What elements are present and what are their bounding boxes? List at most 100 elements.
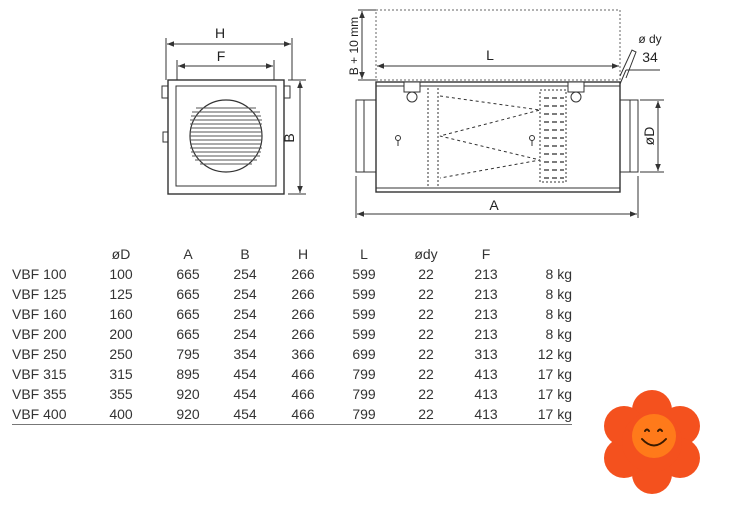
cell-b: 254 xyxy=(233,266,257,282)
header-b: B xyxy=(240,246,250,262)
cell-b: 454 xyxy=(233,366,257,382)
cell-h: 266 xyxy=(291,306,315,322)
cell-f: 213 xyxy=(474,266,498,282)
cell-f: 313 xyxy=(474,346,498,362)
cell-ody: 22 xyxy=(418,266,434,282)
cell-weight: 17 kg xyxy=(537,386,572,402)
cell-f: 213 xyxy=(474,326,498,342)
dim-label-b: B xyxy=(281,133,297,142)
cell-f: 413 xyxy=(474,366,498,382)
table-row: VBF 125 125 665 254 266 599 22 213 8 kg xyxy=(12,284,572,304)
cell-weight: 8 kg xyxy=(545,306,572,322)
cell-model: VBF 400 xyxy=(12,404,82,425)
spec-table-body: VBF 100 100 665 254 266 599 22 213 8 kg VBF 125 12… xyxy=(12,264,572,425)
cell-model: VBF 200 xyxy=(12,326,67,342)
cell-weight: 8 kg xyxy=(545,286,572,302)
cell-l: 799 xyxy=(332,404,396,425)
cell-a: 920 xyxy=(176,386,200,402)
cell-b: 454 xyxy=(233,386,257,402)
header-f: F xyxy=(481,246,491,262)
cell-l: 599 xyxy=(352,266,376,282)
technical-drawing: H F B xyxy=(161,9,664,218)
cell-h: 466 xyxy=(274,404,332,425)
header-model xyxy=(12,244,82,264)
cell-od: 125 xyxy=(109,286,133,302)
cell-model: VBF 250 xyxy=(12,346,67,362)
cell-b: 254 xyxy=(233,326,257,342)
cell-weight: 12 kg xyxy=(537,346,572,362)
cell-f: 213 xyxy=(474,306,498,322)
cell-b: 254 xyxy=(233,306,257,322)
cell-ody: 22 xyxy=(418,326,434,342)
dim-label-ody: ø dy xyxy=(638,32,661,46)
dim-label-l: L xyxy=(486,47,494,63)
cell-ody: 22 xyxy=(418,286,434,302)
cell-h: 466 xyxy=(291,366,315,382)
dim-label-34: 34 xyxy=(642,49,658,65)
cell-a: 665 xyxy=(176,326,200,342)
cell-a: 665 xyxy=(176,286,200,302)
cell-b: 354 xyxy=(233,346,257,362)
cell-model: VBF 315 xyxy=(12,366,67,382)
table-row: VBF 200 200 665 254 266 599 22 213 8 kg xyxy=(12,324,572,344)
dim-label-b-plus: B + 10 mm xyxy=(347,17,361,75)
front-view xyxy=(161,38,306,195)
header-od: øD xyxy=(111,246,131,262)
cell-weight: 8 kg xyxy=(545,326,572,342)
cell-od: 160 xyxy=(109,306,133,322)
header-l: L xyxy=(360,246,368,262)
cell-model: VBF 125 xyxy=(12,286,67,302)
dim-label-f: F xyxy=(217,48,226,64)
cell-b: 454 xyxy=(216,404,274,425)
cell-od: 250 xyxy=(109,346,133,362)
cell-ody: 22 xyxy=(418,306,434,322)
cell-od: 200 xyxy=(109,326,133,342)
cell-l: 599 xyxy=(352,286,376,302)
cell-h: 366 xyxy=(291,346,315,362)
flower-center xyxy=(632,414,676,458)
cell-ody: 22 xyxy=(418,386,434,402)
cell-a: 665 xyxy=(176,306,200,322)
cell-a: 920 xyxy=(160,404,216,425)
cell-l: 699 xyxy=(352,346,376,362)
cell-model: VBF 100 xyxy=(12,266,67,282)
cell-b: 254 xyxy=(233,286,257,302)
cell-weight: 8 kg xyxy=(545,266,572,282)
cell-ody: 22 xyxy=(396,404,456,425)
dim-label-a: A xyxy=(489,197,499,213)
dim-label-h: H xyxy=(215,25,225,41)
header-weight xyxy=(516,244,572,264)
cell-od: 100 xyxy=(109,266,133,282)
table-row: VBF 160 160 665 254 266 599 22 213 8 kg xyxy=(12,304,572,324)
cell-l: 799 xyxy=(352,366,376,382)
cell-f: 213 xyxy=(474,286,498,302)
cell-l: 599 xyxy=(352,306,376,322)
cell-h: 266 xyxy=(291,326,315,342)
smiley-flower-icon xyxy=(604,390,700,494)
cell-od: 400 xyxy=(82,404,160,425)
cell-model: VBF 160 xyxy=(12,306,67,322)
cell-weight: 17 kg xyxy=(537,366,572,382)
cell-l: 799 xyxy=(352,386,376,402)
dim-label-od: øD xyxy=(641,127,657,146)
cell-a: 795 xyxy=(176,346,200,362)
header-a: A xyxy=(183,246,193,262)
cell-weight: 17 kg xyxy=(516,404,572,425)
cell-f: 413 xyxy=(474,386,498,402)
side-view xyxy=(355,9,664,218)
cell-od: 315 xyxy=(109,366,133,382)
cell-h: 266 xyxy=(291,286,315,302)
cell-ody: 22 xyxy=(418,366,434,382)
cell-h: 466 xyxy=(291,386,315,402)
cell-f: 413 xyxy=(456,404,516,425)
cell-a: 665 xyxy=(176,266,200,282)
cell-l: 599 xyxy=(352,326,376,342)
header-ody: ødy xyxy=(414,246,438,262)
cell-od: 355 xyxy=(109,386,133,402)
